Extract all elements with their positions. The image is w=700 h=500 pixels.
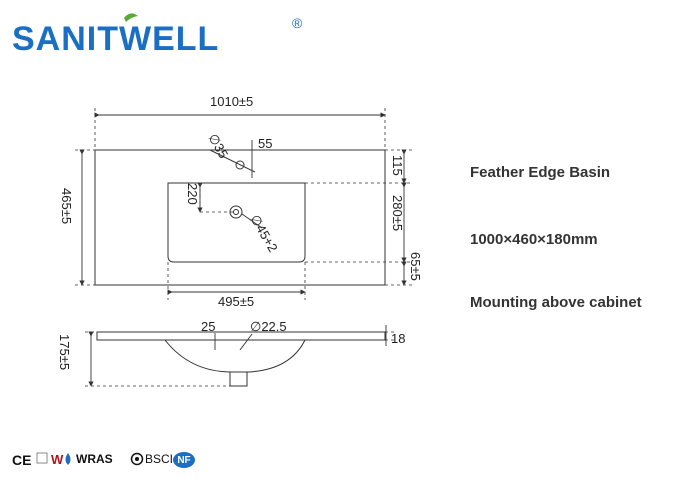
dim-height: 175±5 [57,334,72,370]
bsci-mark: BSCI [145,452,174,466]
dim-hole-offset: 55 [258,136,272,151]
leaf-icon [124,13,138,22]
cert-badge-icon [36,452,48,464]
svg-text:W: W [51,452,64,466]
dim-drain-dia: ∅45+2 [247,212,280,255]
ce-mark: CE [12,452,32,468]
product-size: 1000×460×180mm [470,231,598,248]
nf-mark: NF [173,452,195,468]
droplet-icon [62,452,74,466]
dim-depth: 465±5 [59,188,74,224]
dim-overflow-dia: ∅22.5 [250,319,287,334]
product-mounting: Mounting above cabinet [470,294,642,311]
dim-hole-dia: ∅35 [205,131,231,161]
brand-name: SANITWELL [12,20,219,56]
product-name: Feather Edge Basin [470,164,611,181]
bsci-icon [130,452,144,466]
tap-hole [235,160,245,170]
dim-back-edge: 115 [390,155,405,176]
dim-thickness: 18 [391,331,405,346]
countertop-outline [94,149,386,286]
side-view-slab [96,331,386,341]
side-view-bowl [164,339,306,373]
dim-basin-from-back: 220 [185,183,200,205]
basin-bowl [167,182,306,263]
wras-mark: WRAS [76,452,113,466]
dim-front-edge: 65±5 [408,252,423,281]
watermark-w-icon: W [51,452,65,466]
dim-width: 1010±5 [210,94,253,109]
brand-logo: SANITWELL ® [12,12,312,58]
trademark-mark: ® [292,15,303,31]
dim-lip: 25 [201,319,215,334]
dim-basin-depth: 280±5 [390,195,405,231]
dim-basin-width: 495±5 [218,294,254,309]
